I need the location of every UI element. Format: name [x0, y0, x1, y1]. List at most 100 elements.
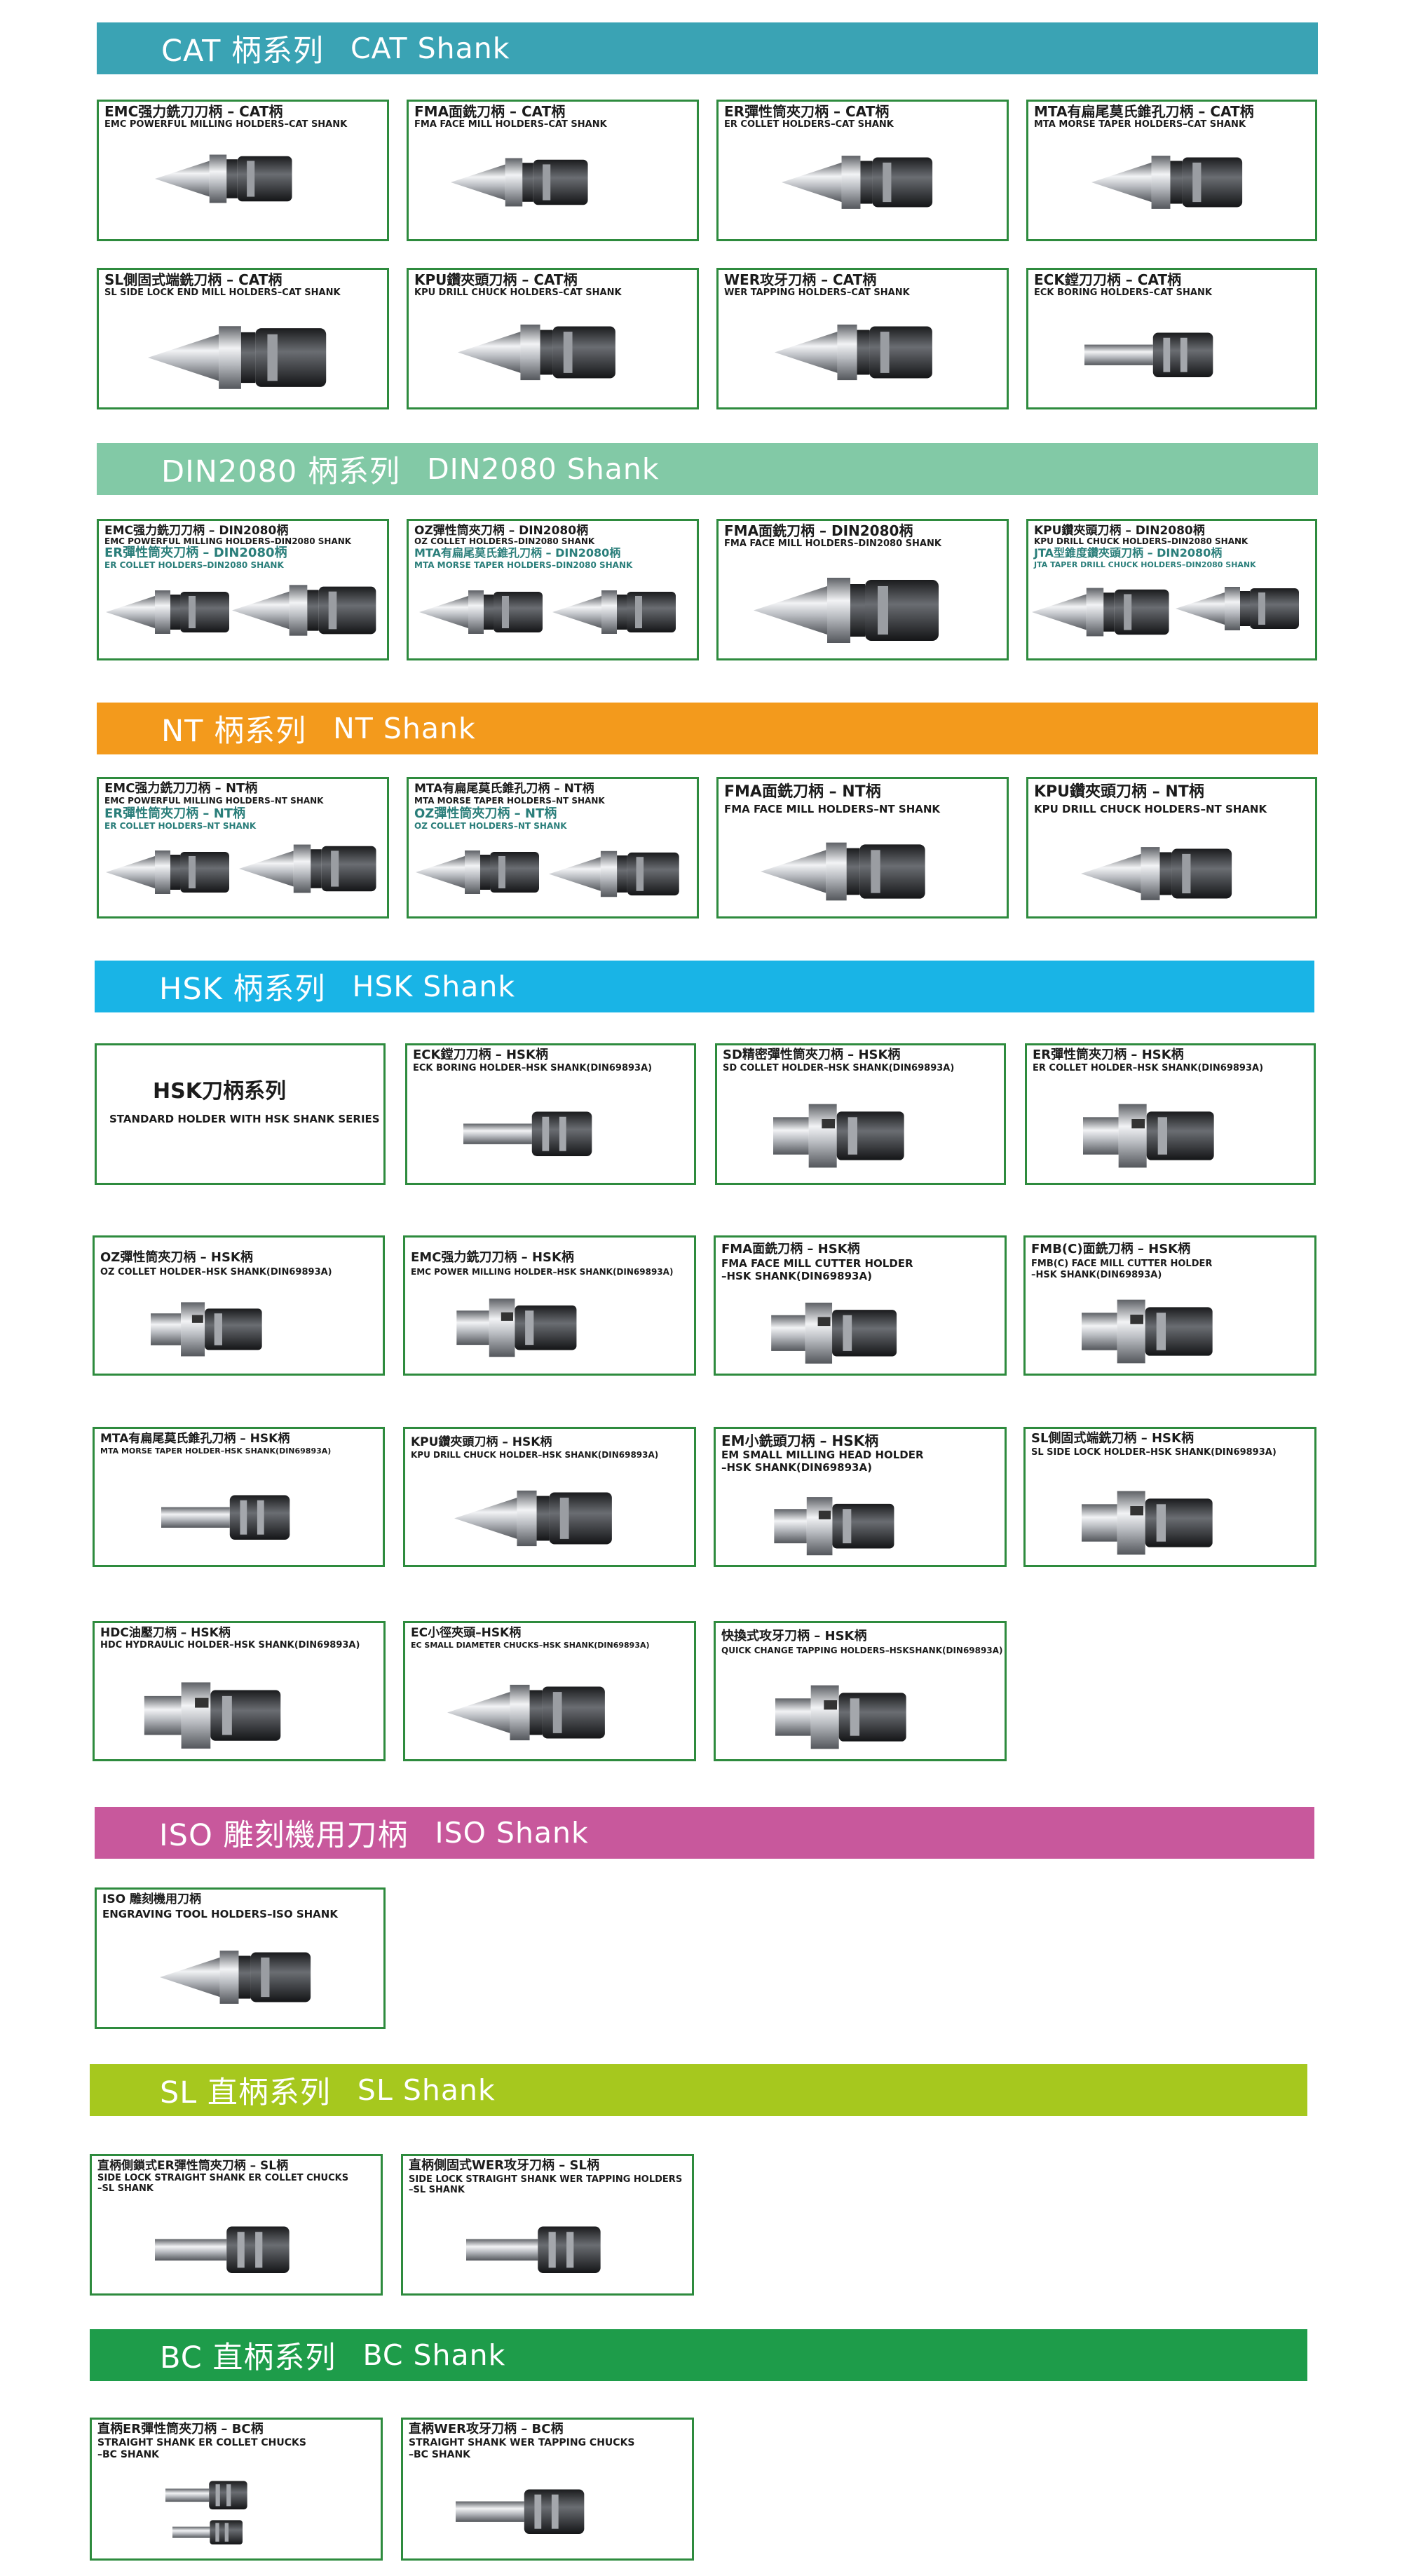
card-title: HSK刀柄系列 — [153, 1079, 286, 1104]
card-subtitle: STANDARD HOLDER WITH HSK SHANK SERIES — [109, 1113, 380, 1125]
card-subtitle: OZ COLLET HOLDERS–DIN2080 SHANK — [414, 536, 595, 546]
product-card-nt-kpu[interactable]: KPU鑽夾頭刀柄 – NT柄 KPU DRILL CHUCK HOLDERS–N… — [1026, 777, 1317, 918]
product-card-bc-er[interactable]: 直柄ER彈性筒夾刀柄 – BC柄 STRAIGHT SHANK ER COLLE… — [90, 2418, 383, 2561]
product-card-din-fma[interactable]: FMA面銑刀柄 – DIN2080柄 FMA FACE MILL HOLDERS… — [716, 519, 1009, 660]
product-card-hsk-oz[interactable]: OZ彈性筒夾刀柄 – HSK柄 OZ COLLET HOLDER–HSK SHA… — [93, 1235, 385, 1376]
card-title: KPU鑽夾頭刀柄 – DIN2080柄 — [1034, 524, 1205, 538]
product-card-cat-sl[interactable]: SL側固式端銑刀柄 – CAT柄 SL SIDE LOCK END MILL H… — [97, 268, 389, 409]
tool-holder-image — [1083, 1104, 1214, 1168]
card-subtitle: FMA FACE MILL CUTTER HOLDER — [721, 1257, 913, 1270]
tool-holder-image — [775, 1685, 906, 1749]
card-title: FMA面銑刀柄 – NT柄 — [724, 783, 881, 801]
product-card-cat-fma[interactable]: FMA面銑刀柄 – CAT柄 FMA FACE MILL HOLDERS–CAT… — [407, 100, 699, 241]
card-subtitle: ECK BORING HOLDER–HSK SHANK(DIN69893A) — [413, 1063, 653, 1073]
product-card-hsk-sd[interactable]: SD精密彈性筒夾刀柄 – HSK柄 SD COLLET HOLDER–HSK S… — [715, 1043, 1006, 1185]
product-card-hsk-series[interactable]: HSK刀柄系列 STANDARD HOLDER WITH HSK SHANK S… — [95, 1043, 386, 1185]
tool-holder-image — [447, 1684, 605, 1741]
product-card-nt-mta-oz[interactable]: MTA有扁尾莫氏錐孔刀柄 – NT柄 MTA MORSE TAPER HOLDE… — [407, 777, 699, 918]
card-title: ISO 雕刻機用刀柄 — [102, 1892, 201, 1906]
product-card-hsk-mta[interactable]: MTA有扁尾莫氏錐孔刀柄 – HSK柄 MTA MORSE TAPER HOLD… — [93, 1427, 385, 1567]
tool-holder-image — [1032, 588, 1169, 637]
section-title-zh: ISO 雕刻機用刀柄 — [159, 1818, 409, 1853]
product-card-bc-wer[interactable]: 直柄WER攻牙刀柄 – BC柄 STRAIGHT SHANK WER TAPPI… — [401, 2418, 694, 2561]
tool-holder-image — [419, 590, 543, 634]
product-card-hsk-hdc[interactable]: HDC油壓刀柄 – HSK柄 HDC HYDRAULIC HOLDER–HSK … — [93, 1621, 386, 1761]
product-card-nt-emc-er[interactable]: EMC强力銑刀刀柄 – NT柄 EMC POWERFUL MILLING HOL… — [97, 777, 389, 918]
product-card-cat-mta[interactable]: MTA有扁尾莫氏錐孔刀柄 – CAT柄 MTA MORSE TAPER HOLD… — [1026, 100, 1317, 241]
section-title-en: BC Shank — [362, 2338, 506, 2372]
product-card-hsk-fma[interactable]: FMA面銑刀柄 – HSK柄 FMA FACE MILL CUTTER HOLD… — [714, 1235, 1007, 1376]
product-card-cat-er[interactable]: ER彈性筒夾刀柄 – CAT柄 ER COLLET HOLDERS–CAT SH… — [716, 100, 1009, 241]
card-title: SL側固式端銑刀柄 – HSK柄 — [1031, 1431, 1194, 1446]
card-title: WER攻牙刀柄 – CAT柄 — [724, 271, 877, 288]
card-title: ECK鏜刀刀柄 – HSK柄 — [413, 1048, 548, 1062]
card-subtitle: ER COLLET HOLDERS–CAT SHANK — [724, 119, 894, 130]
card-subtitle: QUICK CHANGE TAPPING HOLDERS–HSKSHANK(DI… — [721, 1646, 1003, 1655]
tool-holder-image — [161, 1495, 290, 1540]
product-card-cat-kpu[interactable]: KPU鑽夾頭刀柄 – CAT柄 KPU DRILL CHUCK HOLDERS–… — [407, 268, 699, 409]
card-title: ECK鏜刀刀柄 – CAT柄 — [1034, 271, 1182, 288]
card-subtitle: SL SIDE LOCK HOLDER–HSK SHANK(DIN69893A) — [1031, 1447, 1277, 1458]
tool-holder-image — [151, 1302, 262, 1357]
product-card-hsk-kpu[interactable]: KPU鑽夾頭刀柄 – HSK柄 KPU DRILL CHUCK HOLDER–H… — [403, 1427, 696, 1567]
section-banner-nt: NT 柄系列 NT Shank — [97, 703, 1318, 754]
product-card-hsk-eck[interactable]: ECK鏜刀刀柄 – HSK柄 ECK BORING HOLDER–HSK SHA… — [405, 1043, 696, 1185]
card-subtitle: EMC POWERFUL MILLING HOLDERS–CAT SHANK — [104, 119, 348, 130]
product-card-sl-er[interactable]: 直柄側鎖式ER彈性筒夾刀柄 – SL柄 SIDE LOCK STRAIGHT S… — [90, 2154, 383, 2296]
section-banner-hsk: HSK 柄系列 HSK Shank — [95, 961, 1314, 1012]
card-subtitle: HDC HYDRAULIC HOLDER–HSK SHANK(DIN69893A… — [100, 1640, 360, 1650]
section-title-en: CAT Shank — [350, 32, 510, 65]
card-subtitle: KPU DRILL CHUCK HOLDERS–NT SHANK — [1034, 803, 1267, 815]
card-subtitle: MTA MORSE TAPER HOLDERS–CAT SHANK — [1034, 119, 1246, 130]
card-title: OZ彈性筒夾刀柄 – HSK柄 — [100, 1250, 253, 1265]
product-card-hsk-ec[interactable]: EC小徑夾頭–HSK柄 EC SMALL DIAMETER CHUCKS–HSK… — [403, 1621, 696, 1761]
card-title-secondary: MTA有扁尾莫氏錐孔刀柄 – DIN2080柄 — [414, 546, 621, 560]
tool-holder-image — [148, 326, 327, 389]
tool-holder-image — [1084, 332, 1213, 377]
card-title: EMC强力銑刀刀柄 – HSK柄 — [411, 1250, 574, 1265]
card-subtitle: ER COLLET HOLDER–HSK SHANK(DIN69893A) — [1033, 1063, 1264, 1073]
tool-holder-image — [466, 2226, 601, 2273]
product-card-hsk-fmb[interactable]: FMB(C)面銑刀柄 – HSK柄 FMB(C) FACE MILL CUTTE… — [1023, 1235, 1316, 1376]
section-title-zh: DIN2080 柄系列 — [161, 454, 401, 489]
product-card-cat-emc[interactable]: EMC强力銑刀刀柄 – CAT柄 EMC POWERFUL MILLING HO… — [97, 100, 389, 241]
card-title: MTA有扁尾莫氏錐孔刀柄 – HSK柄 — [100, 1432, 290, 1446]
card-title: EMC强力銑刀刀柄 – NT柄 — [104, 781, 258, 796]
product-card-hsk-sl[interactable]: SL側固式端銑刀柄 – HSK柄 SL SIDE LOCK HOLDER–HSK… — [1023, 1427, 1316, 1567]
product-card-din-oz-mta[interactable]: OZ彈性筒夾刀柄 – DIN2080柄 OZ COLLET HOLDERS–DI… — [407, 519, 699, 660]
product-card-cat-eck[interactable]: ECK鏜刀刀柄 – CAT柄 ECK BORING HOLDERS–CAT SH… — [1026, 268, 1317, 409]
card-subtitle: EC SMALL DIAMETER CHUCKS–HSK SHANK(DIN69… — [411, 1641, 650, 1650]
tool-holder-image — [782, 156, 933, 209]
product-card-hsk-er[interactable]: ER彈性筒夾刀柄 – HSK柄 ER COLLET HOLDER–HSK SHA… — [1025, 1043, 1316, 1185]
product-card-nt-fma[interactable]: FMA面銑刀柄 – NT柄 FMA FACE MILL HOLDERS–NT S… — [716, 777, 1009, 918]
section-title-zh: NT 柄系列 — [161, 714, 307, 749]
section-banner-din2080: DIN2080 柄系列 DIN2080 Shank — [97, 443, 1318, 495]
tool-holder-image — [761, 842, 925, 901]
card-title: 直柄側固式WER攻牙刀柄 – SL柄 — [409, 2158, 599, 2173]
card-title: EC小徑夾頭–HSK柄 — [411, 1626, 522, 1640]
product-card-hsk-emc[interactable]: EMC强力銑刀刀柄 – HSK柄 EMC POWER MILLING HOLDE… — [403, 1235, 696, 1376]
product-card-sl-wer[interactable]: 直柄側固式WER攻牙刀柄 – SL柄 SIDE LOCK STRAIGHT SH… — [401, 2154, 694, 2296]
card-subtitle: STRAIGHT SHANK ER COLLET CHUCKS — [97, 2437, 306, 2448]
product-card-din-emc-er[interactable]: EMC强力銑刀刀柄 – DIN2080柄 EMC POWERFUL MILLIN… — [97, 519, 389, 660]
section-title-zh: CAT 柄系列 — [161, 34, 325, 69]
product-card-cat-wer[interactable]: WER攻牙刀柄 – CAT柄 WER TAPPING HOLDERS–CAT S… — [716, 268, 1009, 409]
card-title: 直柄WER攻牙刀柄 – BC柄 — [409, 2422, 564, 2436]
card-subtitle: OZ COLLET HOLDER–HSK SHANK(DIN69893A) — [100, 1267, 332, 1277]
card-subtitle: SIDE LOCK STRAIGHT SHANK WER TAPPING HOL… — [409, 2174, 683, 2185]
section-title-zh: BC 直柄系列 — [160, 2340, 336, 2375]
tool-holder-image — [451, 158, 588, 207]
product-card-iso-engraving[interactable]: ISO 雕刻機用刀柄 ENGRAVING TOOL HOLDERS–ISO SH… — [95, 1887, 386, 2029]
product-card-hsk-em[interactable]: EM小銑頭刀柄 – HSK柄 EM SMALL MILLING HEAD HOL… — [714, 1427, 1007, 1567]
section-banner-bc: BC 直柄系列 BC Shank — [90, 2329, 1307, 2381]
card-title: EM小銑頭刀柄 – HSK柄 — [721, 1432, 879, 1449]
product-card-hsk-quick-change[interactable]: 快換式攻牙刀柄 – HSK柄 QUICK CHANGE TAPPING HOLD… — [714, 1621, 1007, 1761]
card-subtitle: SD COLLET HOLDER–HSK SHANK(DIN69893A) — [723, 1063, 955, 1073]
section-banner-cat: CAT 柄系列 CAT Shank — [97, 22, 1318, 74]
card-subtitle: EMC POWER MILLING HOLDER–HSK SHANK(DIN69… — [411, 1267, 674, 1277]
card-subtitle: KPU DRILL CHUCK HOLDERS–CAT SHANK — [414, 287, 622, 298]
tool-holder-image — [463, 1111, 592, 1156]
tool-holder-image — [456, 1299, 577, 1357]
product-card-din-kpu-jta[interactable]: KPU鑽夾頭刀柄 – DIN2080柄 KPU DRILL CHUCK HOLD… — [1026, 519, 1317, 660]
tool-holder-image — [549, 850, 679, 897]
